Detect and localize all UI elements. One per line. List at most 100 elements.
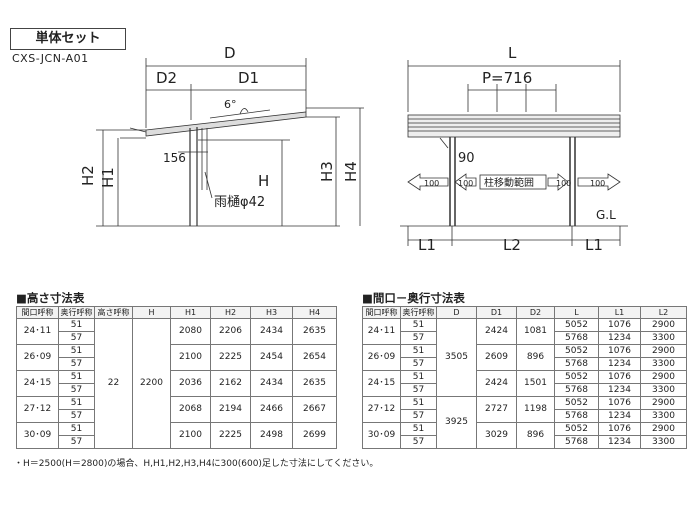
h1-value-cell: 2080 (170, 318, 211, 345)
range-arrow-left-outer (407, 173, 449, 191)
l-value-cell: 5768 (554, 435, 599, 449)
height-name-cell: 22 (94, 318, 133, 449)
depth-name-cell: 57 (58, 435, 95, 449)
side-view-diagram: D D2 D1 6° 156 H 雨樋φ42 H2 H1 H3 H4 (79, 44, 628, 254)
depth-name-cell: 57 (58, 331, 95, 345)
width-table-header-cell: 間口呼称 (362, 306, 401, 319)
l1-value-cell: 1234 (598, 435, 641, 449)
h3-value-cell: 2498 (250, 422, 293, 449)
h4-value-cell: 2635 (292, 318, 337, 345)
label-h4: H4 (342, 161, 360, 182)
h1-value-cell: 2068 (170, 396, 211, 423)
l-value-cell: 5052 (554, 370, 599, 384)
label-h: H (258, 172, 269, 190)
front-name-cell: 27･12 (362, 396, 401, 423)
width-table-header-cell: D2 (516, 306, 555, 319)
depth-name-cell: 51 (400, 370, 437, 384)
l-value-cell: 5052 (554, 344, 599, 358)
l1-value-cell: 1234 (598, 409, 641, 423)
d1-value-cell: 2424 (476, 370, 517, 397)
h4-value-cell: 2654 (292, 344, 337, 371)
depth-name-cell: 51 (400, 344, 437, 358)
depth-name-cell: 57 (400, 331, 437, 345)
l1-value-cell: 1076 (598, 422, 641, 436)
width-table-header-cell: 奥行呼称 (400, 306, 437, 319)
h2-value-cell: 2225 (210, 344, 251, 371)
h2-value-cell: 2194 (210, 396, 251, 423)
h2-value-cell: 2206 (210, 318, 251, 345)
d2-value-cell: 896 (516, 422, 555, 449)
l1-value-cell: 1076 (598, 318, 641, 332)
front-name-cell: 30･09 (362, 422, 401, 449)
l1-value-cell: 1234 (598, 383, 641, 397)
front-roof (407, 114, 621, 138)
width-table-header-cell: L (554, 306, 599, 319)
h3-value-cell: 2466 (250, 396, 293, 423)
range-arrow-left-inner (454, 173, 477, 191)
depth-name-cell: 57 (400, 409, 437, 423)
label-h3: H3 (318, 161, 336, 182)
h3-value-cell: 2434 (250, 370, 293, 397)
l-value-cell: 5052 (554, 422, 599, 436)
width-table-title: ■間口－奥行寸法表 (362, 291, 465, 305)
width-table-header-cell: L1 (598, 306, 641, 319)
height-table-header-cell: 奥行呼称 (58, 306, 95, 319)
l2-value-cell: 3300 (640, 357, 687, 371)
d1-value-cell: 3029 (476, 422, 517, 449)
range-label-box (479, 174, 547, 190)
label-range: 柱移動範囲 (484, 176, 534, 189)
width-table-header-cell: D (436, 306, 477, 319)
h1-value-cell: 2100 (170, 344, 211, 371)
label-gutter: 雨樋φ42 (214, 194, 265, 210)
front-name-cell: 24･11 (16, 318, 59, 345)
l2-value-cell: 2900 (640, 318, 687, 332)
height-table-header-cell: 高さ呼称 (94, 306, 133, 319)
label-gl: G.L (596, 208, 616, 222)
l1-value-cell: 1234 (598, 331, 641, 345)
front-name-cell: 26･09 (16, 344, 59, 371)
range-arrow-right-outer (577, 173, 621, 191)
d1-value-cell: 2609 (476, 344, 517, 371)
label-post: 90 (458, 151, 475, 166)
l-value-cell: 5768 (554, 383, 599, 397)
h1-value-cell: 2100 (170, 422, 211, 449)
d-value-cell: 3505 (436, 318, 477, 397)
h-value-cell: 2200 (132, 318, 171, 449)
height-table-row: 57 (17, 331, 337, 345)
depth-name-cell: 51 (400, 422, 437, 436)
l2-value-cell: 3300 (640, 435, 687, 449)
width-table-header-cell: L2 (640, 306, 687, 319)
h2-value-cell: 2225 (210, 422, 251, 449)
label-h1: H1 (99, 167, 117, 188)
d2-value-cell: 1501 (516, 370, 555, 397)
h1-value-cell: 2036 (170, 370, 211, 397)
height-table-header-cell: H (132, 306, 171, 319)
front-name-cell: 30･09 (16, 422, 59, 449)
depth-name-cell: 57 (58, 409, 95, 423)
l-value-cell: 5768 (554, 357, 599, 371)
l2-value-cell: 3300 (640, 331, 687, 345)
depth-name-cell: 51 (400, 318, 437, 332)
depth-name-cell: 57 (58, 383, 95, 397)
depth-name-cell: 57 (400, 383, 437, 397)
depth-name-cell: 57 (58, 357, 95, 371)
d2-value-cell: 1081 (516, 318, 555, 345)
l2-value-cell: 3300 (640, 383, 687, 397)
front-name-cell: 24･15 (16, 370, 59, 397)
set-title: 単体セット (10, 28, 126, 50)
d1-value-cell: 2424 (476, 318, 517, 345)
d2-value-cell: 896 (516, 344, 555, 371)
